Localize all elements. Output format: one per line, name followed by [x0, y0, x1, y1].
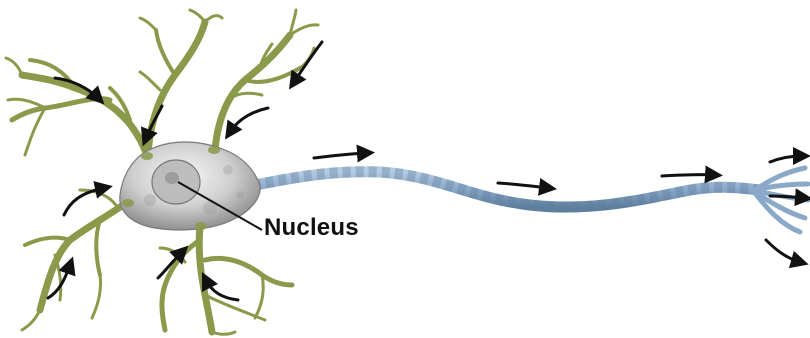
curved-arrow-icon — [294, 42, 322, 82]
nucleus-label: Nucleus — [264, 216, 359, 240]
axon-terminals — [755, 168, 808, 232]
cell-body — [120, 142, 262, 230]
straight-arrow-icon — [766, 240, 800, 262]
straight-arrow-icon — [770, 196, 804, 198]
straight-arrow-icon — [662, 175, 714, 176]
straight-arrow-icon — [770, 156, 802, 162]
curved-arrow-icon — [230, 108, 268, 132]
straight-arrow-icon — [314, 153, 366, 158]
straight-arrow-icon — [498, 183, 548, 188]
